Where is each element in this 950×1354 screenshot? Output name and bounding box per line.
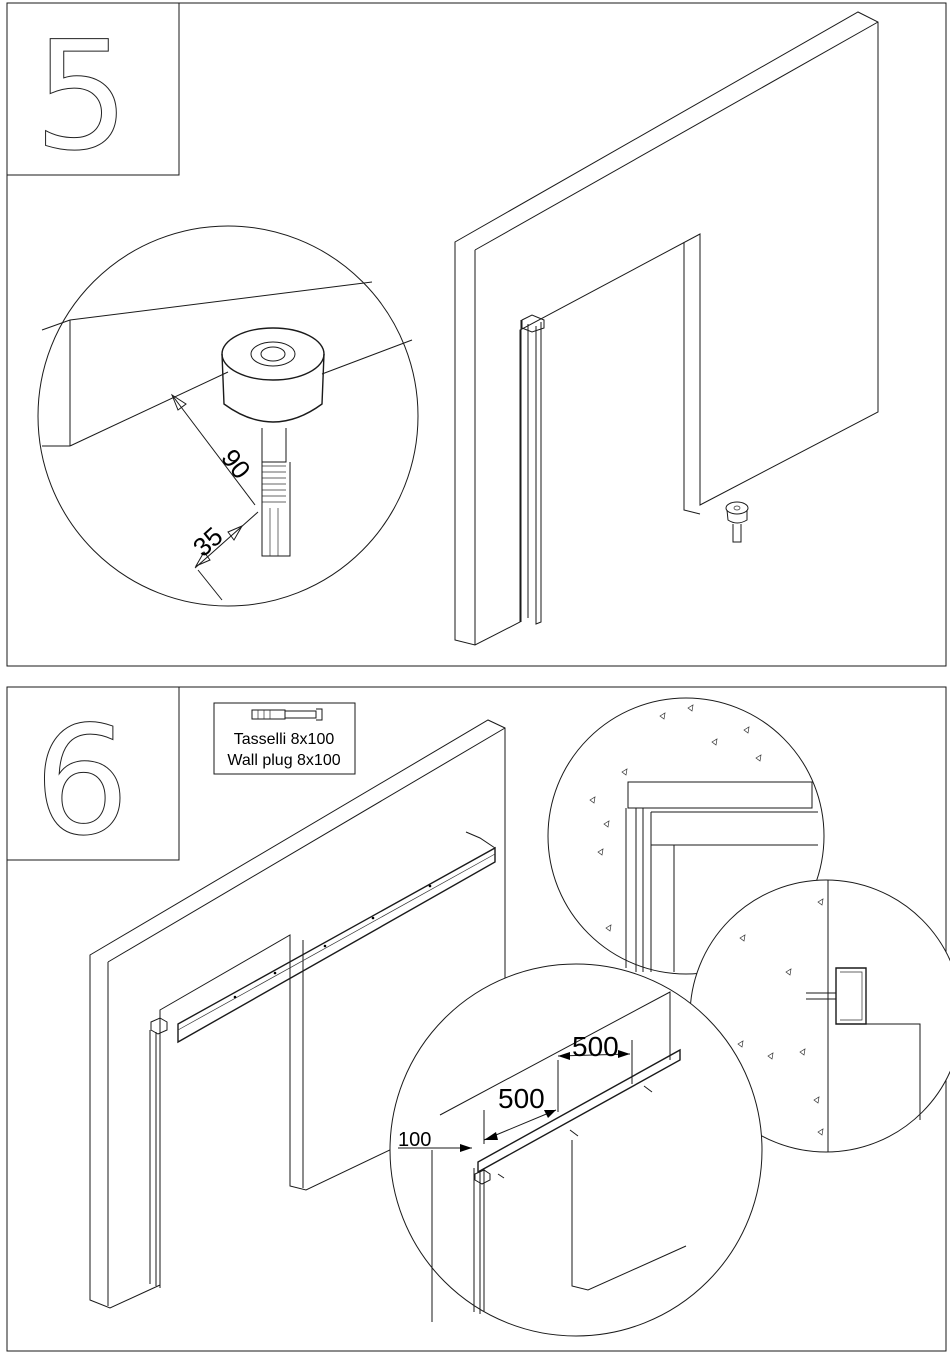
bolt-lower [262, 462, 290, 556]
opening-right-reveal [684, 242, 700, 514]
wall-top-edge [42, 282, 372, 330]
roller-bolt [222, 328, 324, 556]
wall-plug-icon-ribs [258, 710, 270, 719]
panel-step-6: 6 Tasselli 8x100 Wall plug 8x100 [7, 687, 950, 1351]
small-bolt-head [726, 502, 748, 514]
roller-hub [251, 342, 295, 366]
parts-label-en: Wall plug 8x100 [227, 752, 340, 769]
parts-box-wall-plug: Tasselli 8x100 Wall plug 8x100 [214, 703, 355, 774]
detail-drilling-outline [390, 964, 762, 1336]
dim-500-b-label: 500 [572, 1031, 619, 1062]
wall-plug-icon [252, 709, 322, 720]
parts-label-it: Tasselli 8x100 [234, 731, 335, 748]
bolt-shank [262, 428, 286, 462]
dimension-35: 35 [187, 512, 258, 600]
detail-circle-bolt: 90 35 [38, 226, 418, 606]
bolt-thread [262, 466, 286, 502]
small-bolt-socket [734, 506, 740, 510]
wall-with-opening-5 [455, 12, 878, 645]
bolt-plug-lines [270, 508, 278, 556]
dimension-90: 90 [172, 395, 257, 505]
small-bolt-shank [733, 524, 741, 542]
concrete-marks-top [590, 705, 761, 931]
small-bolt-body [727, 510, 747, 523]
track-section-top [628, 782, 812, 808]
roller-hex-socket [261, 347, 285, 361]
profile-section-lines [626, 808, 651, 972]
dim-500-a-label: 500 [498, 1083, 545, 1114]
panel-step-5: 5 90 [7, 3, 946, 666]
roller-body [222, 354, 324, 422]
wall-face [455, 12, 878, 645]
dim-90-label: 90 [215, 443, 256, 484]
wall-left-edge [42, 320, 70, 446]
dim-100-label: 100 [398, 1129, 431, 1151]
step-6-number: 6 [34, 695, 129, 869]
roller-top [222, 328, 324, 380]
detail-circle-drilling: 100 500 500 [390, 964, 762, 1336]
wall-bottom-edge-right [322, 340, 412, 374]
step-5-number: 5 [34, 10, 129, 184]
wall-bottom-edge [70, 372, 228, 446]
vertical-profile [521, 320, 541, 624]
dim-35-label: 35 [187, 521, 229, 563]
